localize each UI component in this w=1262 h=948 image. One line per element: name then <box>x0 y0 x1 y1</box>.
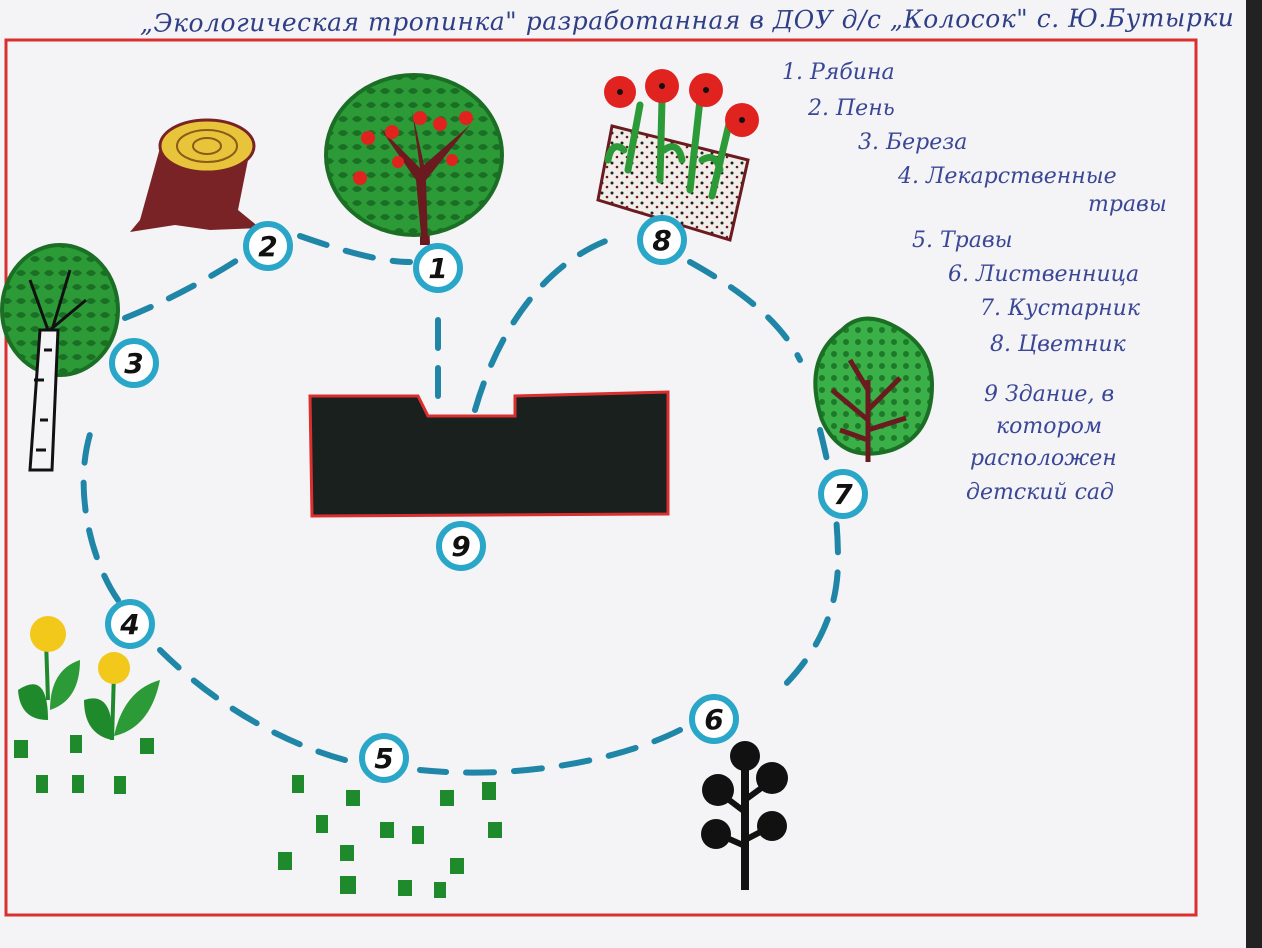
legend-item-5: 5. Травы <box>912 228 1013 253</box>
medicinal-herbs-icon <box>14 616 160 794</box>
legend-item-1: 1. Рябина <box>782 60 895 85</box>
marker-number: 4 <box>119 608 139 641</box>
marker-7: 7 <box>818 469 868 519</box>
building-icon <box>308 390 670 518</box>
shrub-icon <box>813 316 935 462</box>
marker-number: 7 <box>833 478 853 511</box>
marker-number: 9 <box>451 530 470 563</box>
marker-ring <box>105 599 155 649</box>
legend-item-7: 7. Кустарник <box>980 296 1140 321</box>
scan-edge <box>1246 0 1262 948</box>
rowan-tree-icon <box>324 73 504 245</box>
marker-number: 8 <box>652 224 671 257</box>
legend-item-4: 4. Лекарственные <box>898 164 1117 189</box>
marker-ring <box>413 243 463 293</box>
marker-number: 6 <box>704 703 723 736</box>
legend-item-9-line-1: котором <box>996 414 1103 439</box>
marker-6: 6 <box>689 694 739 744</box>
page-title: „Экологическая тропинка" разработанная в… <box>139 2 1235 38</box>
legend-item-9-line-2: расположен <box>970 446 1117 471</box>
legend-item-9-line-3: детский сад <box>966 480 1114 505</box>
grass-icon <box>278 775 502 898</box>
station-markers: 1 2 3 4 5 6 7 8 9 <box>105 215 868 783</box>
marker-ring <box>637 215 687 265</box>
marker-number: 2 <box>258 230 277 263</box>
marker-ring <box>359 733 409 783</box>
legend: 1. Рябина 2. Пень 3. Береза 4. Лекарстве… <box>770 56 1190 526</box>
marker-3: 3 <box>109 338 159 388</box>
marker-ring <box>243 221 293 271</box>
birch-tree-icon <box>0 243 120 472</box>
marker-number: 1 <box>428 252 447 285</box>
trail-path <box>80 233 842 776</box>
legend-item-8: 8. Цветник <box>990 332 1126 357</box>
larch-icon <box>701 741 788 890</box>
map-frame <box>4 38 1198 917</box>
legend-item-2: 2. Пень <box>808 96 895 121</box>
flowerbed-icon <box>596 69 759 242</box>
marker-ring <box>689 694 739 744</box>
marker-ring <box>109 338 159 388</box>
marker-5: 5 <box>359 733 409 783</box>
marker-number: 5 <box>374 742 393 775</box>
marker-9: 9 <box>436 521 486 571</box>
marker-number: 3 <box>124 347 143 380</box>
marker-ring <box>818 469 868 519</box>
stump-icon <box>130 118 260 232</box>
marker-4: 4 <box>105 599 155 649</box>
legend-item-3: 3. Береза <box>858 130 968 155</box>
legend-item-4-cont: травы <box>1088 192 1167 217</box>
marker-8: 8 <box>637 215 687 265</box>
marker-1: 1 <box>413 243 463 293</box>
legend-item-9: 9 Здание, в <box>984 382 1115 407</box>
marker-2: 2 <box>243 221 293 271</box>
marker-ring <box>436 521 486 571</box>
legend-item-6: 6. Лиственница <box>948 262 1140 287</box>
